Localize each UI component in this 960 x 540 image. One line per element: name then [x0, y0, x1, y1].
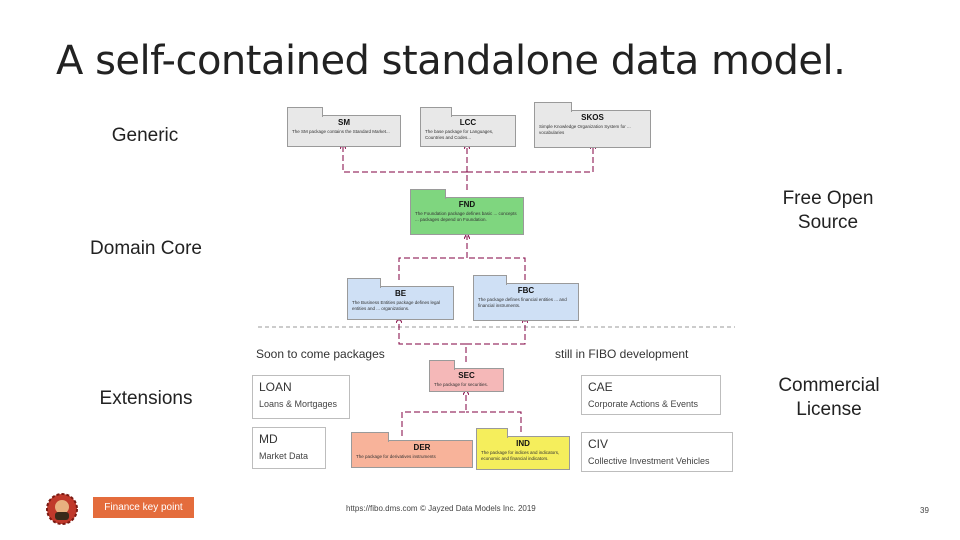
package-skos-desc: Simple Knowledge Organization System for… [539, 124, 631, 135]
be-fnd-connector [398, 236, 467, 280]
package-lcc: LCC The base package for Languages, Coun… [420, 107, 516, 147]
package-be-desc: The Business Entities package defines le… [352, 300, 441, 311]
der-sec-connector [401, 392, 466, 436]
fnd-skos-connector [467, 146, 593, 173]
extension-civ-code: CIV [588, 437, 609, 451]
package-sec: SEC The package for securities. [429, 360, 504, 392]
extension-md: MD Market Data [252, 427, 326, 469]
package-skos-name: SKOS [581, 113, 604, 122]
package-ind: IND The package for indices and indicato… [476, 428, 570, 470]
commercial-license-label: Commercial License [778, 375, 880, 420]
extension-cae-code: CAE [588, 380, 613, 394]
fbc-fnd-connector [467, 257, 526, 280]
package-sec-desc: The package for securities. [434, 382, 489, 387]
package-be-name: BE [394, 289, 407, 298]
footer-url[interactable]: https://fibo.dms.com [346, 504, 418, 513]
still-in-development-label: still in FIBO development [555, 347, 689, 361]
company-logo [46, 493, 78, 525]
package-be: BE The Business Entities package defines… [347, 278, 454, 320]
extension-cae-name: Corporate Actions & Events [588, 399, 699, 409]
package-fbc-name: FBC [517, 286, 535, 295]
extension-loan-name: Loans & Mortgages [259, 399, 338, 409]
extension-loan: LOAN Loans & Mortgages [252, 375, 350, 419]
package-sm: SM The SM package contains the Standard … [287, 107, 401, 147]
package-lcc-desc: The base package for Languages, Countrie… [425, 129, 494, 140]
package-der: DER The package for derivatives instrume… [351, 432, 473, 468]
fnd-sm-connector [343, 146, 468, 190]
generic-label: Generic [111, 125, 179, 146]
extension-civ-name: Collective Investment Vehicles [588, 456, 710, 466]
sec-fbc-connector [466, 320, 525, 345]
package-sec-name: SEC [458, 371, 475, 380]
package-lcc-name: LCC [459, 118, 477, 127]
package-fnd-name: FND [458, 200, 476, 209]
domain-core-label: Domain Core [90, 238, 202, 259]
ind-sec-connector [466, 411, 522, 432]
slide-title: A self-contained standalone data model. [56, 38, 846, 84]
sec-be-connector [399, 320, 467, 362]
package-skos: SKOS Simple Knowledge Organization Syste… [534, 102, 651, 148]
extensions-label: Extensions [99, 388, 193, 409]
free-open-source-label: Free Open Source [782, 188, 874, 233]
page-number: 39 [920, 506, 929, 515]
extension-cae: CAE Corporate Actions & Events [581, 375, 721, 415]
package-der-desc: The package for derivatives instruments [356, 454, 436, 459]
package-sm-name: SM [338, 118, 350, 127]
package-der-name: DER [413, 443, 431, 452]
soon-to-come-label: Soon to come packages [256, 347, 385, 361]
package-ind-name: IND [516, 439, 530, 448]
package-fbc-desc: The package defines financial entities .… [478, 297, 567, 308]
finance-key-point-button[interactable]: Finance key point [93, 497, 194, 518]
footer-copyright: © Jayzed Data Models Inc. 2019 [420, 504, 536, 513]
package-fnd: FND The Foundation package defines basic… [410, 189, 524, 235]
extension-loan-code: LOAN [259, 380, 292, 394]
package-ind-desc: The package for indices and indicators, … [481, 450, 560, 461]
extension-md-name: Market Data [259, 451, 309, 461]
package-fnd-desc: The Foundation package defines basic ...… [415, 211, 517, 222]
extension-md-code: MD [259, 432, 278, 446]
package-sm-desc: The SM package contains the Standard Mar… [292, 129, 390, 134]
extension-civ: CIV Collective Investment Vehicles [581, 432, 733, 472]
package-fbc: FBC The package defines financial entiti… [473, 275, 579, 321]
